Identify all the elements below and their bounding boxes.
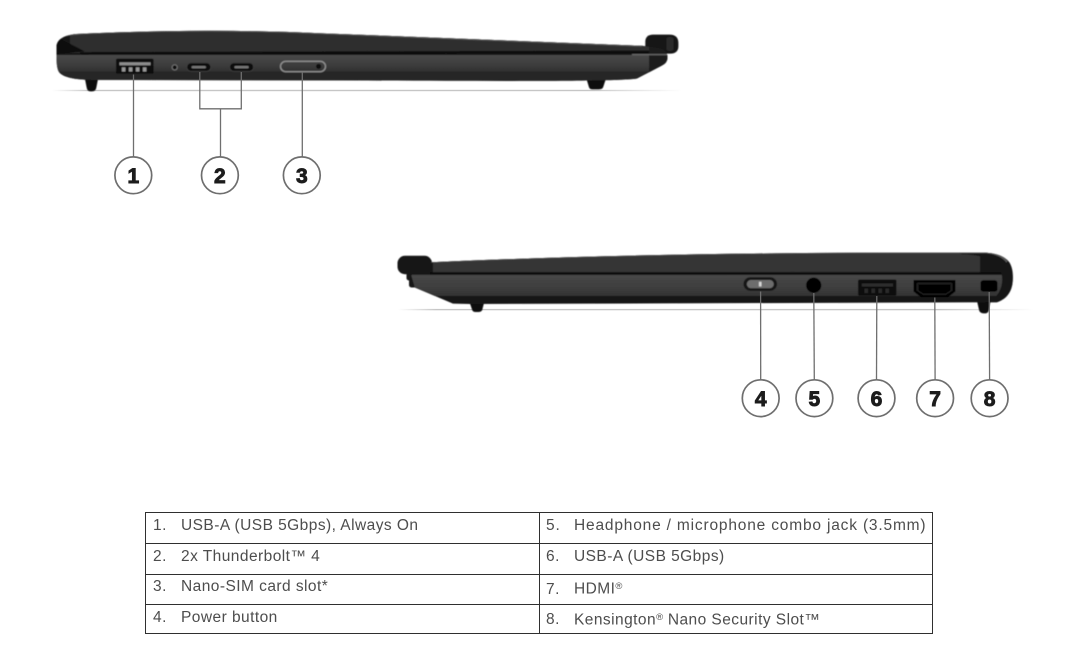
svg-text:1: 1 — [127, 165, 139, 188]
svg-text:8: 8 — [984, 388, 996, 411]
svg-text:6: 6 — [871, 388, 883, 411]
svg-text:7: 7 — [929, 388, 941, 411]
svg-text:3: 3 — [296, 165, 308, 188]
svg-text:5: 5 — [809, 388, 821, 411]
svg-text:4: 4 — [755, 388, 767, 411]
svg-text:2: 2 — [214, 165, 226, 188]
